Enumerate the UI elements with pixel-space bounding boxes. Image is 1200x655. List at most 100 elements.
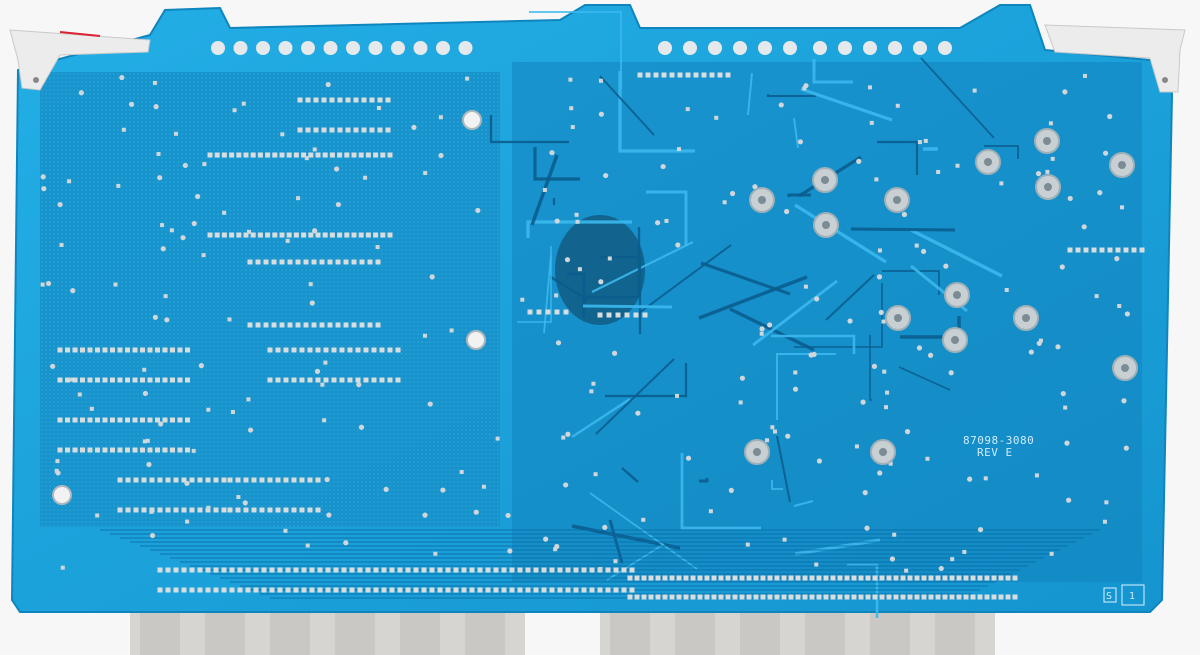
top-pad-row [211,41,952,55]
pad [935,575,941,581]
pad [1082,73,1087,78]
pad [343,540,349,546]
pad [197,477,203,483]
pad [397,587,403,593]
pad [501,587,507,593]
pad [55,459,60,464]
pad [549,587,555,593]
pad [624,312,630,318]
pad [315,377,321,383]
pad [1104,500,1109,505]
pad [865,575,871,581]
trace [771,480,783,490]
pad [914,575,920,581]
pad [255,322,261,328]
pad [438,115,443,120]
pad [914,594,920,600]
pad [117,477,123,483]
pad [286,152,292,158]
pad [279,259,285,265]
pad [40,282,45,287]
pad [1094,294,1099,299]
connector-tooth [400,612,440,655]
trace [847,563,879,618]
pad [395,347,401,353]
pad [795,594,801,600]
top-pad [708,41,722,55]
pad [87,347,93,353]
pad-hole [758,196,766,204]
pad [803,284,808,289]
pad [405,567,411,573]
pad [301,152,307,158]
pad [229,152,235,158]
pad [802,86,807,91]
pad [229,567,235,573]
pad [1005,594,1011,600]
pad [259,507,265,513]
pad [501,567,507,573]
pad [339,347,345,353]
pad [621,587,627,593]
pad [629,567,635,573]
pad [173,507,179,513]
pad [858,575,864,581]
top-pad [256,41,270,55]
pad [261,567,267,573]
pad [423,171,428,176]
pad [477,587,483,593]
pad [283,528,288,533]
pad [847,318,853,324]
silk-box-s: S [1103,587,1117,603]
pad [878,309,884,316]
pad [823,575,829,581]
pad [349,567,355,573]
pad [613,567,619,573]
trace [700,261,791,296]
pad [301,587,307,593]
pad [879,594,885,600]
pad [323,347,329,353]
pad [634,575,640,581]
pad [140,347,145,353]
top-pad [758,41,772,55]
pad [774,575,780,581]
connector-tooth [465,612,505,655]
pad [563,482,569,488]
pad [767,575,773,581]
pad [854,444,859,449]
pad [509,587,515,593]
pad [533,587,539,593]
pad [568,77,573,82]
pad [160,246,166,252]
pad [275,507,281,513]
pad [449,328,454,333]
pad [554,293,559,298]
pad [920,248,927,255]
pad [999,181,1004,186]
pad [367,322,373,328]
pad [202,162,207,167]
pad [575,219,580,224]
pad [214,232,220,238]
pad [1081,224,1087,230]
pad [611,350,618,356]
pad [177,417,183,423]
pad [267,477,273,483]
pad [598,279,604,285]
top-pad [233,41,248,55]
pad [675,242,681,248]
pad [856,158,862,164]
pad [180,235,186,241]
pad [102,447,108,453]
pad [245,567,251,573]
pad [627,575,633,581]
pad [837,575,843,581]
pad [87,417,93,423]
top-pad [783,41,797,55]
pad [247,322,253,328]
trace [898,366,951,391]
pad [654,220,661,226]
pad [293,567,299,573]
connector-tooth [805,612,845,655]
